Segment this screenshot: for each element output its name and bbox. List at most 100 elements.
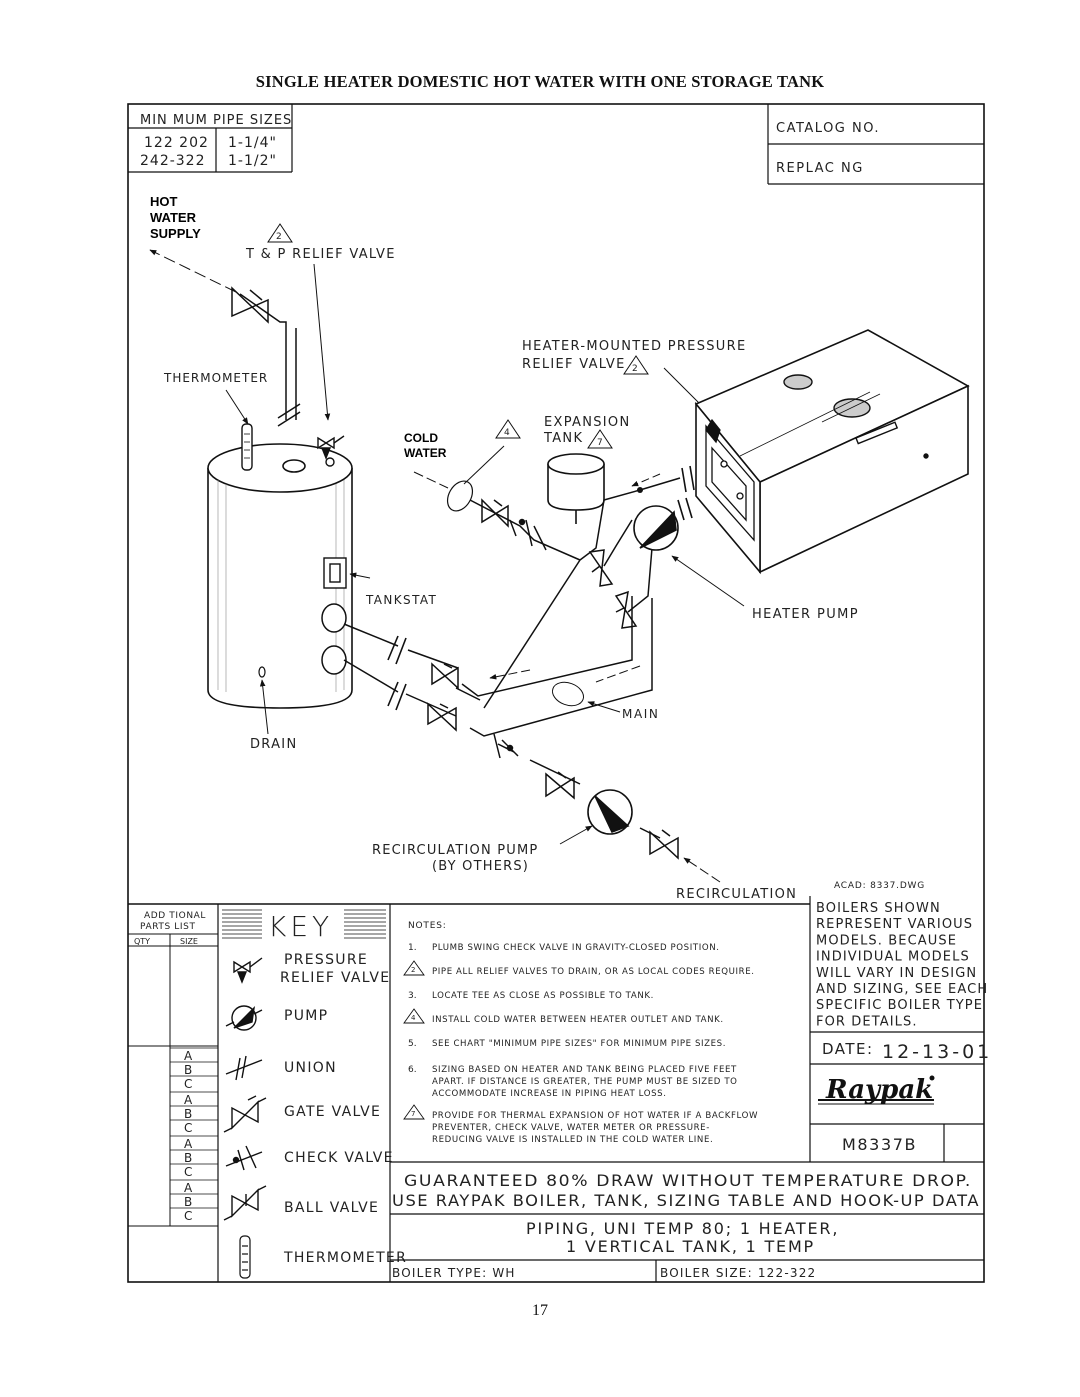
heater-gate-valve-1	[588, 549, 614, 587]
cold-water-flow-ellipse	[446, 480, 474, 512]
key-check-valve-symbol	[225, 1145, 263, 1171]
key-check-valve-label: CHECK VALVE	[284, 1150, 394, 1166]
tankstat-label: TANKSTAT	[365, 593, 437, 607]
parts-qty-label: QTY	[134, 937, 150, 946]
note-triangle	[403, 1008, 425, 1024]
date-label: DATE:	[822, 1040, 874, 1058]
raypak-logo: Raypak	[818, 1075, 935, 1105]
note-text: PROVIDE FOR THERMAL EXPANSION OF HOT WAT…	[432, 1111, 758, 1121]
parts-letter: C	[184, 1121, 192, 1135]
main-flow-arrow	[489, 669, 531, 680]
heater-pump-label: HEATER PUMP	[752, 607, 859, 622]
note-triangle-2-tp	[267, 223, 293, 243]
note-text: ACCOMMODATE INCREASE IN PIPING HEAT LOSS…	[432, 1089, 667, 1099]
expansion-label-2: TANK	[543, 431, 583, 446]
drain-label: DRAIN	[250, 737, 297, 752]
note-number: 4	[411, 1014, 416, 1022]
parts-letter: A	[184, 1181, 193, 1195]
page-number: 17	[532, 1302, 548, 1319]
note-text: LOCATE TEE AS CLOSE AS POSSIBLE TO TANK.	[432, 991, 654, 1001]
heater-pump-leader	[671, 555, 745, 607]
key-pressure-relief-symbol	[233, 957, 263, 984]
note-triangle-4	[495, 419, 521, 439]
parts-letter: C	[184, 1165, 192, 1179]
heater-flow-arrow	[631, 473, 661, 487]
note-triangle-2-heater	[623, 355, 649, 375]
parts-list-header-1: ADD TIONAL	[144, 911, 206, 921]
parts-letter: C	[184, 1077, 192, 1091]
boilers-note-line: FOR DETAILS.	[816, 1014, 918, 1029]
boilers-note-line: INDIVIDUAL MODELS	[816, 950, 970, 965]
boilers-note-line: AND SIZING, SEE EACH	[816, 982, 988, 997]
key-thermometer-symbol	[239, 1235, 251, 1279]
recirc-pump-leader	[559, 825, 593, 845]
hot-water-label-3: SUPPLY	[150, 226, 201, 241]
tank-gate-valves	[427, 662, 459, 732]
recirculation-pump-symbol	[587, 789, 633, 835]
note-number: 7	[411, 1110, 415, 1118]
note-number: 1.	[408, 943, 417, 953]
hot-water-label-1: HOT	[150, 194, 178, 209]
catalog-box	[767, 104, 984, 185]
key-pump-label: PUMP	[284, 1008, 328, 1024]
key-union-label: UNION	[284, 1060, 337, 1076]
hot-gate-valve-symbol	[231, 286, 269, 324]
note-number: 2	[411, 966, 415, 974]
recirc-gate-valve-2	[649, 829, 679, 860]
heater-unions	[677, 465, 695, 521]
recirculation-label: RECIRCULATION	[676, 887, 797, 902]
note-text: SEE CHART "MINIMUM PIPE SIZES" FOR MINIM…	[432, 1039, 726, 1049]
note-triangle-2-heater-num: 2	[632, 364, 638, 374]
note-triangle-4-num: 4	[504, 428, 510, 438]
check-valve-main	[493, 733, 519, 759]
parts-letter: B	[184, 1107, 192, 1121]
parts-letter: B	[184, 1063, 192, 1077]
cold-water-arrow	[413, 471, 449, 489]
key-pressure-label-1: PRESSURE	[284, 952, 368, 968]
notes-list: 1. PLUMB SWING CHECK VALVE IN GRAVITY-CLO…	[403, 943, 758, 1145]
cold-check-valve	[518, 518, 547, 551]
heater-piping	[579, 469, 721, 613]
drawing-title-line-2: 1 VERTICAL TANK, 1 TEMP	[566, 1237, 815, 1256]
parts-list-grid	[128, 933, 218, 1227]
notes-header: NOTES:	[408, 921, 447, 931]
key-ball-valve-symbol	[223, 1185, 267, 1221]
parts-list-header-2: PARTS LIST	[140, 922, 196, 932]
pipe-size-models-2: 242-322	[140, 153, 206, 169]
cold-gate-valve	[481, 498, 509, 528]
pipe-sizes-header: MIN MUM PIPE SIZES	[140, 113, 292, 128]
key-pressure-label-2: RELIEF VALVE	[280, 970, 390, 986]
expansion-label-1: EXPANSION	[544, 415, 631, 430]
heater-relief-label-1: HEATER-MOUNTED PRESSURE	[522, 339, 746, 354]
note-text: PIPE ALL RELIEF VALVES TO DRAIN, OR AS L…	[432, 967, 755, 977]
pipe-size-models-1: 122 202	[144, 135, 209, 151]
note-number: 3.	[408, 991, 417, 1001]
water-heater-boiler	[694, 329, 970, 575]
boiler-type: BOILER TYPE: WH	[392, 1266, 516, 1280]
parts-size-label: SIZE	[180, 937, 198, 946]
key-title-rules	[222, 909, 386, 939]
recirc-pump-label-2: (BY OTHERS)	[432, 859, 529, 874]
parts-letter: B	[184, 1195, 192, 1209]
parts-letter: C	[184, 1209, 192, 1223]
acad-label: ACAD: 8337.DWG	[834, 881, 925, 891]
tankstat-symbol	[323, 557, 347, 589]
drain-leader	[259, 679, 269, 735]
main-flow-dash	[595, 665, 641, 683]
boiler-size: BOILER SIZE: 122-322	[660, 1266, 816, 1280]
svg-text:Raypak: Raypak	[825, 1075, 933, 1105]
key-pump-symbol	[225, 1005, 263, 1031]
heater-relief-label-2: RELIEF VALVE	[522, 357, 626, 372]
pipe-size-value-1: 1-1/4"	[228, 135, 277, 151]
tank-connections	[321, 603, 347, 675]
note-number: 6.	[408, 1065, 417, 1075]
note-text: PREVENTER, CHECK VALVE, WATER METER OR P…	[432, 1123, 710, 1133]
heater-gate-valve-2	[614, 590, 638, 629]
note-number: 5.	[408, 1039, 417, 1049]
date-value: 12-13-01	[882, 1041, 992, 1063]
note-text: PLUMB SWING CHECK VALVE IN GRAVITY-CLOSE…	[432, 943, 720, 953]
thermometer-label: THERMOMETER	[163, 371, 268, 385]
tp-relief-valve-symbol	[317, 435, 345, 467]
